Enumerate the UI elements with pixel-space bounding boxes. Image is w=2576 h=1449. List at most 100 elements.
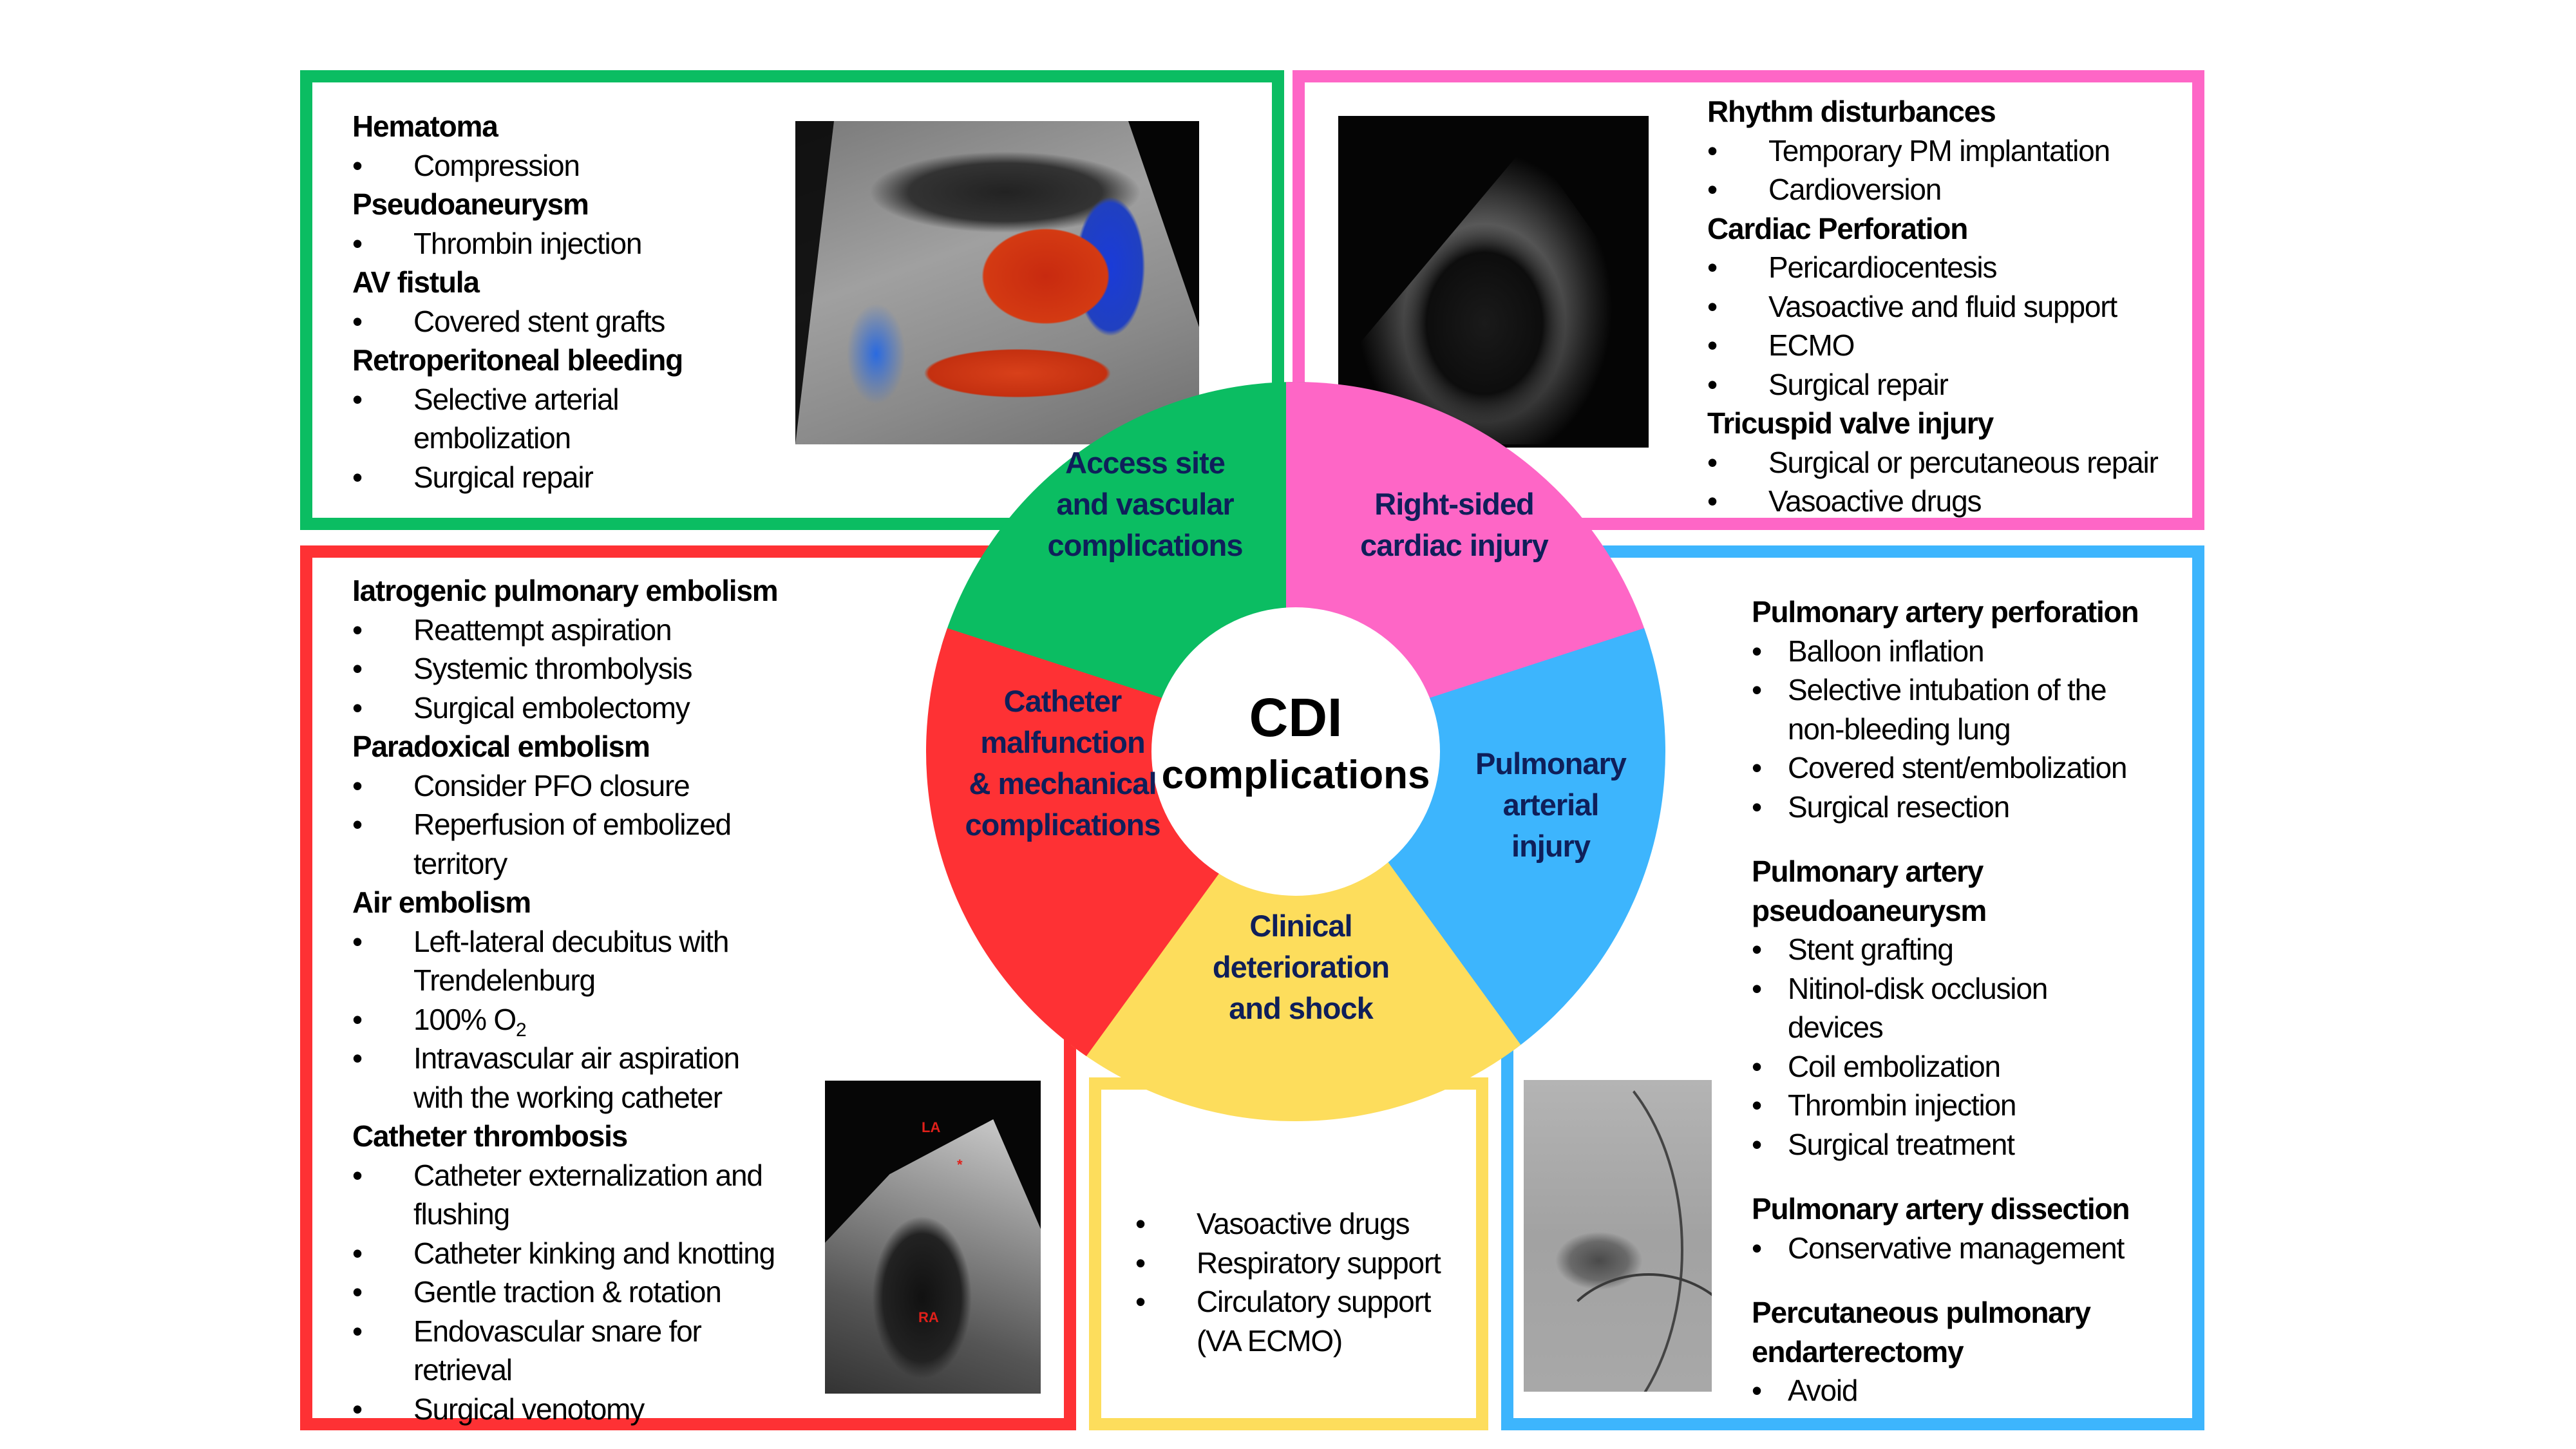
bullet-item: • Conservative management bbox=[1752, 1229, 2138, 1268]
bullet-text: (VA ECMO) bbox=[1197, 1323, 1343, 1358]
section-heading: Pulmonary artery bbox=[1752, 855, 1984, 888]
bullet-item: • Surgical repair bbox=[352, 458, 683, 497]
bullet-text: Selective intubation of the bbox=[1788, 673, 2107, 706]
bullet-text: Intravascular air aspiration bbox=[413, 1041, 740, 1075]
segment-label: arterial bbox=[1503, 788, 1599, 822]
bullet-icon: • bbox=[352, 1041, 363, 1075]
bullet-item: • Vasoactive drugs bbox=[1707, 482, 2158, 521]
bullet-text: Thrombin injection bbox=[1788, 1088, 2016, 1122]
section-heading: Retroperitoneal bleeding bbox=[352, 343, 683, 377]
bullet-text: Avoid bbox=[1788, 1374, 1858, 1407]
bullet-item: •Respiratory support bbox=[1135, 1244, 1441, 1283]
bullet-icon: • bbox=[352, 460, 363, 494]
bullet-text: Catheter kinking and knotting bbox=[413, 1236, 775, 1270]
bullet-icon: • bbox=[1707, 484, 1718, 518]
bullet-text: Conservative management bbox=[1788, 1231, 2125, 1265]
center-title: CDI bbox=[1249, 687, 1343, 748]
bullet-item: •Surgical resection bbox=[1752, 788, 2138, 827]
bullet-icon: • bbox=[1707, 445, 1718, 479]
bullet-item: •Thrombin injection bbox=[1752, 1086, 2138, 1125]
bullet-icon: • bbox=[1752, 971, 1762, 1005]
section-heading: Iatrogenic pulmonary embolism bbox=[352, 574, 779, 607]
segment-label: Pulmonary bbox=[1475, 746, 1627, 781]
bullet-item: •Thrombin injection bbox=[352, 224, 683, 263]
bullet-text: Covered stent/embolization bbox=[1788, 751, 2127, 784]
bullet-icon: • bbox=[1752, 933, 1762, 966]
bullet-icon: • bbox=[1752, 634, 1762, 668]
bullet-text: flushing bbox=[413, 1197, 510, 1231]
clinical-deterioration-text: •Vasoactive drugs•Respiratory support•Ci… bbox=[1135, 1204, 1441, 1360]
bullet-text: Vasoactive drugs bbox=[1197, 1207, 1410, 1240]
section-heading: Pseudoaneurysm bbox=[352, 187, 589, 221]
bullet-item: •Coil embolization bbox=[1752, 1047, 2138, 1086]
section-heading: Hematoma bbox=[352, 109, 498, 143]
section-heading: AV fistula bbox=[352, 265, 480, 299]
bullet-icon: • bbox=[1752, 1231, 1762, 1265]
bullet-item: •Pericardiocentesis bbox=[1707, 248, 2158, 287]
bullet-text: Covered stent grafts bbox=[413, 304, 665, 338]
bullet-item: •Avoid bbox=[1752, 1371, 2138, 1410]
segment-label: deterioration bbox=[1213, 950, 1389, 984]
section-heading: Percutaneous pulmonary bbox=[1752, 1296, 2091, 1329]
bullet-text: retrieval bbox=[413, 1353, 513, 1387]
color-doppler-ultrasound-image bbox=[795, 121, 1199, 444]
catheter-malfunction-text: Iatrogenic pulmonary embolism•Reattempt … bbox=[352, 571, 779, 1428]
bullet-icon: • bbox=[1707, 367, 1718, 401]
bullet-text: Temporary PM implantation bbox=[1768, 133, 2110, 167]
bullet-icon: • bbox=[1707, 173, 1718, 206]
bullet-icon: • bbox=[352, 148, 363, 182]
bullet-icon: • bbox=[1752, 673, 1762, 706]
bullet-icon: • bbox=[352, 768, 363, 802]
bullet-item: • Vasoactive drugs bbox=[1135, 1204, 1441, 1244]
bullet-text: territory bbox=[413, 846, 507, 880]
bullet-icon: • bbox=[352, 808, 363, 841]
bullet-item: •Reattempt aspiration bbox=[352, 611, 777, 650]
bullet-text: Surgical treatment bbox=[1788, 1127, 2015, 1161]
bullet-item: •100% O2 bbox=[352, 1000, 777, 1041]
bullet-text: 100% O2 bbox=[413, 1002, 527, 1041]
center-hub bbox=[1151, 607, 1440, 896]
bullet-text: Reattempt aspiration bbox=[413, 612, 672, 647]
bullet-icon: • bbox=[352, 924, 363, 958]
section-heading: Air embolism bbox=[352, 886, 531, 919]
bullet-icon: • bbox=[1707, 289, 1718, 323]
bullet-item: •Surgical embolectomy bbox=[352, 688, 777, 728]
bullet-item: •Gentle traction & rotation bbox=[352, 1273, 777, 1312]
section-heading: endarterectomy bbox=[1752, 1334, 1964, 1368]
bullet-icon: • bbox=[352, 304, 363, 338]
bullet-icon: • bbox=[1752, 751, 1762, 784]
bullet-icon: • bbox=[352, 1236, 363, 1270]
segment-label: cardiac injury bbox=[1360, 528, 1548, 562]
section-heading: pseudoaneurysm bbox=[1752, 893, 1987, 927]
bullet-item: • Stent grafting bbox=[1752, 930, 2138, 969]
bullet-text: Reperfusion of embolized bbox=[413, 808, 732, 841]
image-label-la: LA bbox=[922, 1119, 941, 1135]
bullet-icon: • bbox=[352, 226, 363, 260]
bullet-item: •Cardioversion bbox=[1707, 170, 2158, 209]
bullet-icon: • bbox=[352, 1158, 363, 1192]
bullet-icon: • bbox=[1707, 328, 1718, 362]
bullet-text: Nitinol-disk occlusion bbox=[1788, 971, 2048, 1005]
bullet-text: Coil embolization bbox=[1788, 1049, 2001, 1083]
bullet-icon: • bbox=[1707, 133, 1718, 167]
section-heading: Pulmonary artery perforation bbox=[1752, 595, 2139, 629]
bullet-text: Compression bbox=[413, 148, 580, 182]
bullet-icon: • bbox=[1707, 251, 1718, 284]
bullet-icon: • bbox=[352, 690, 363, 724]
bullet-item: •Surgical or percutaneous repair bbox=[1707, 443, 2159, 482]
bullet-text: Stent grafting bbox=[1788, 933, 1954, 966]
bullet-text: Vasoactive drugs bbox=[1768, 484, 1982, 518]
segment-label: and vascular bbox=[1056, 487, 1234, 521]
bullet-text: Consider PFO closure bbox=[413, 768, 690, 802]
bullet-icon: • bbox=[1135, 1207, 1146, 1240]
bullet-icon: • bbox=[352, 382, 363, 416]
right-sided-cardiac-text: Rhythm disturbances•Temporary PM implant… bbox=[1707, 92, 2159, 521]
bullet-text: Vasoactive and fluid support bbox=[1768, 289, 2117, 323]
pulmonary-arterial-text: Pulmonary artery perforation•Balloon inf… bbox=[1752, 592, 2139, 1410]
center-subtitle: complications bbox=[1162, 753, 1430, 797]
bullet-text: Surgical repair bbox=[413, 460, 594, 494]
bullet-item: •Surgical treatment bbox=[1752, 1125, 2138, 1164]
